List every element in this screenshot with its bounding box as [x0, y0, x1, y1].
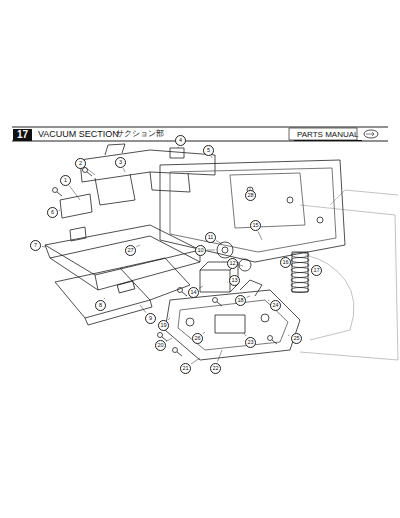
leader-line [69, 186, 80, 200]
callout-number: 3 [115, 157, 126, 168]
callout-number: 11 [205, 232, 216, 243]
leader-line [211, 156, 213, 158]
leader-line [59, 210, 60, 211]
callout-number: 22 [210, 363, 221, 374]
leader-line [123, 168, 125, 172]
leader-line [239, 265, 243, 266]
callout-number: 19 [158, 320, 169, 331]
callout-number: 16 [280, 257, 291, 268]
section-number: 17 [13, 129, 32, 141]
callout-number: 1 [60, 175, 71, 186]
callout-number: 23 [245, 337, 256, 348]
leader-line [268, 300, 269, 302]
leader-line [203, 332, 205, 334]
leader-line [244, 333, 246, 336]
manual-name: PARTS MANUAL [294, 130, 362, 141]
callout-number: 18 [235, 295, 246, 306]
callout-number: 6 [47, 207, 58, 218]
callout-number: 7 [30, 240, 41, 251]
leader-line [308, 270, 309, 271]
leader-line [85, 167, 95, 175]
leader-line [291, 264, 293, 265]
section-title: VACUUM SECTION [38, 130, 119, 139]
leader-line [288, 335, 289, 337]
leader-line [207, 250, 215, 251]
callout-number: 10 [195, 245, 206, 256]
callout-number: 21 [180, 363, 191, 374]
callout-number: 4 [175, 135, 186, 146]
leader-line [191, 358, 200, 364]
callout-number: 14 [188, 287, 199, 298]
callout-number: 15 [250, 220, 261, 231]
leader-line [140, 305, 146, 312]
callout-number: 24 [270, 300, 281, 311]
leader-line [104, 298, 106, 299]
leader-line [42, 246, 45, 248]
leader-line [258, 231, 262, 240]
callout-number: 13 [229, 275, 240, 286]
leader-line [168, 318, 170, 320]
callout-number: 9 [145, 313, 156, 324]
callout-number: 2 [75, 158, 86, 169]
callout-number: 5 [203, 145, 214, 156]
leader-line [218, 350, 222, 361]
callout-number: 8 [95, 300, 106, 311]
leader-line [178, 147, 179, 148]
callout-number: 12 [227, 258, 238, 269]
callout-number: 17 [311, 265, 322, 276]
leader-line [166, 338, 172, 341]
callout-number: 25 [291, 333, 302, 344]
leader-line [246, 296, 250, 297]
callout-number: 26 [192, 333, 203, 344]
callout-number: 27 [125, 245, 136, 256]
leader-line [136, 245, 140, 247]
section-title-japanese: サクション部 [116, 130, 164, 138]
callout-number: 28 [245, 190, 256, 201]
leader-line [216, 241, 222, 244]
callout-number: 20 [155, 340, 166, 351]
leader-line [199, 286, 203, 288]
